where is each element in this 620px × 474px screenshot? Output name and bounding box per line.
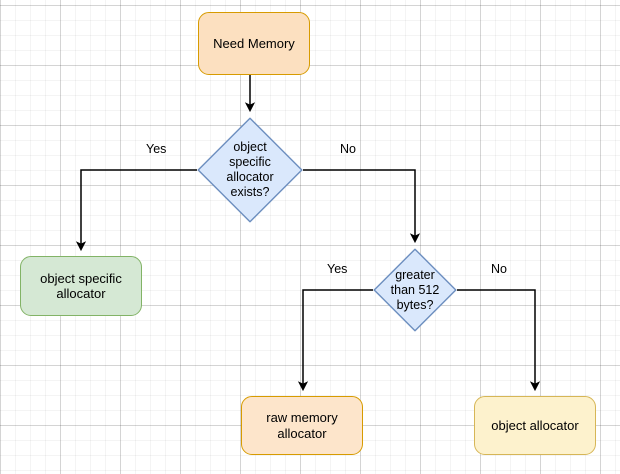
- edge-label-decision1-no: No: [340, 142, 356, 156]
- edge-decision2-yes: [297, 289, 373, 392]
- diamond-shape-decision1: [197, 117, 303, 223]
- node-object-specific-allocator[interactable]: object specific allocator: [20, 256, 142, 316]
- edge-decision1-no: [303, 169, 421, 244]
- node-label-decision1: object specific allocator exists?: [226, 140, 274, 199]
- edge-label-decision2-yes: Yes: [327, 262, 348, 276]
- edge-decision2-no: [457, 289, 541, 392]
- node-object-specific-allocator-exists[interactable]: object specific allocator exists?: [197, 117, 303, 223]
- diamond-shape-decision2: [373, 248, 457, 332]
- node-greater-than-512-bytes[interactable]: greater than 512 bytes?: [373, 248, 457, 332]
- edge-decision1-yes: [75, 169, 197, 252]
- node-need-memory[interactable]: Need Memory: [198, 12, 310, 75]
- node-label-decision2: greater than 512 bytes?: [390, 267, 440, 312]
- node-object-allocator[interactable]: object allocator: [474, 396, 596, 455]
- edge-label-decision2-no: No: [491, 262, 507, 276]
- edge-label-decision1-yes: Yes: [146, 142, 167, 156]
- node-raw-memory-allocator[interactable]: raw memory allocator: [241, 396, 363, 455]
